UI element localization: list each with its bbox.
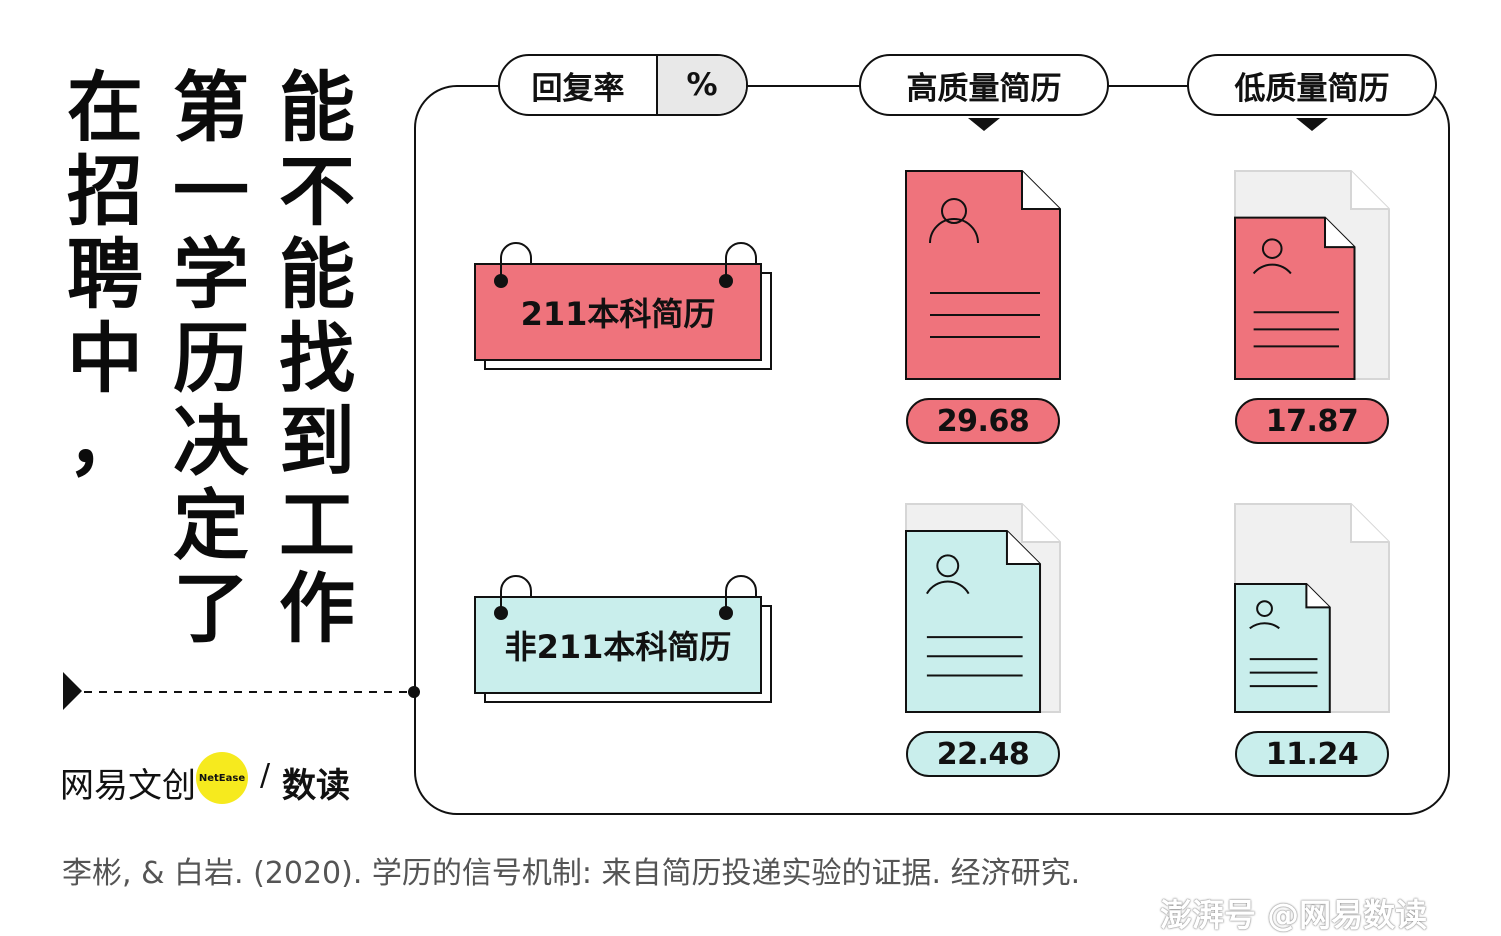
pointer-dot-icon [408, 686, 420, 698]
headline-char: 不 [279, 146, 355, 236]
value-211-high: 29.68 [906, 398, 1060, 444]
ghost-fold-icon [1021, 504, 1060, 543]
pointer-triangle-icon [63, 672, 82, 710]
headline-column-3: 能不能找到工作 [272, 66, 362, 651]
headline-char: 到 [279, 397, 355, 486]
person-body-icon [1249, 622, 1280, 630]
ring-hole-icon [494, 606, 508, 620]
resume-fold-icon [1324, 217, 1355, 249]
low-quality-header: 低质量简历 [1187, 54, 1437, 116]
value-211-low: 17.87 [1235, 398, 1389, 444]
headline-char: 找 [279, 313, 355, 403]
resume-document-icon [905, 170, 1061, 380]
headline-char: 了 [173, 564, 249, 653]
headline-char: 作 [279, 564, 355, 653]
person-body-icon [1252, 263, 1292, 275]
value-non211-low: 11.24 [1235, 731, 1389, 777]
headline-char: 一 [173, 146, 249, 236]
headline-char: 历 [173, 313, 249, 403]
brand-name: 网易文创 [60, 766, 196, 806]
ghost-fold-icon [1350, 171, 1389, 210]
value-non211-high: 22.48 [906, 731, 1060, 777]
headline-char: 学 [173, 230, 249, 319]
person-head-icon [936, 554, 960, 578]
headline-char: 决 [173, 397, 249, 486]
headline-char: 聘 [67, 230, 143, 319]
netease-badge: NetEase [196, 752, 248, 804]
unit-label: % [656, 56, 746, 114]
resume-fold-icon [1005, 530, 1041, 566]
headline-char: 定 [173, 480, 249, 570]
headline-char: 第 [173, 63, 249, 152]
headline-column-1: 在招聘中， [60, 66, 150, 484]
headline-char: 中 [67, 313, 143, 403]
person-head-icon [941, 198, 967, 224]
headline-char: ， [67, 397, 143, 486]
headline-char: 能 [279, 63, 355, 152]
person-head-icon [1261, 238, 1283, 259]
resume-document-icon [1234, 216, 1356, 380]
high-column-arrow-icon [968, 118, 1000, 131]
row-1-label: 211本科简历 [474, 263, 762, 361]
badge-text: NetEase [198, 772, 246, 784]
headline-char: 能 [279, 230, 355, 319]
ring-hole-icon [494, 274, 508, 288]
watermark: 澎湃号 @网易数读 [1160, 896, 1428, 934]
headline-column-2: 第一学历决定了 [166, 66, 256, 651]
source-citation: 李彬, & 白岩. (2020). 学历的信号机制: 来自简历投递实验的证据. … [62, 856, 1081, 891]
resume-document-icon [1234, 582, 1331, 713]
ghost-fold-icon [1350, 504, 1389, 543]
person-body-icon [929, 218, 979, 244]
headline-char: 工 [279, 480, 355, 570]
person-head-icon [1256, 600, 1273, 617]
resume-document-icon [905, 529, 1042, 713]
ring-hole-icon [719, 274, 733, 288]
resume-fold-icon [1305, 583, 1330, 609]
rate-label: 回复率 [531, 70, 625, 107]
low-column-arrow-icon [1296, 118, 1328, 131]
person-body-icon [926, 580, 970, 595]
high-quality-header: 高质量简历 [859, 54, 1109, 116]
logo-slash: / [260, 758, 271, 793]
product-name: 数读 [282, 766, 350, 806]
rate-header: 回复率 % [498, 54, 748, 116]
row-2-label: 非211本科简历 [474, 596, 762, 694]
headline-char: 招 [67, 146, 143, 236]
ring-hole-icon [719, 606, 733, 620]
headline-char: 在 [67, 63, 143, 152]
resume-fold-icon [1021, 171, 1060, 210]
